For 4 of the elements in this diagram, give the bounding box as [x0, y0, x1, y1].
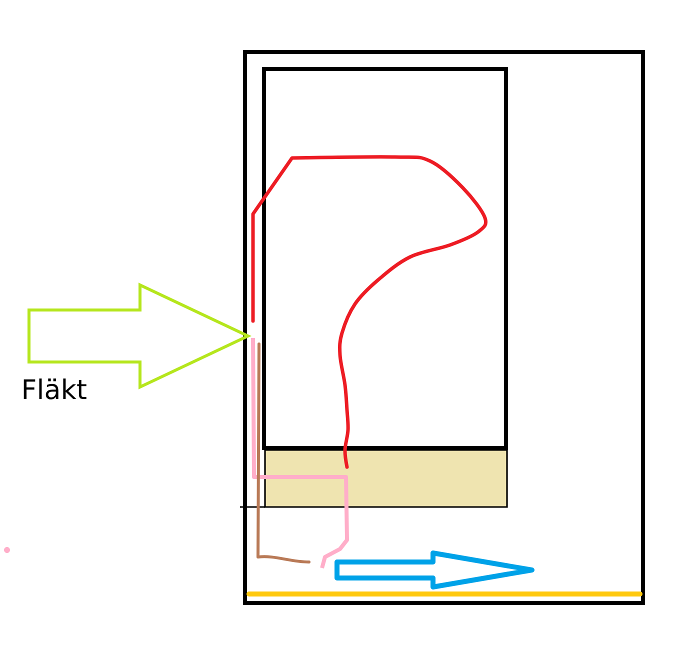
arrow-label: Fläkt	[24, 378, 86, 400]
inner-box	[262, 67, 508, 450]
outer-box	[243, 50, 645, 605]
shelf-band	[264, 449, 508, 508]
